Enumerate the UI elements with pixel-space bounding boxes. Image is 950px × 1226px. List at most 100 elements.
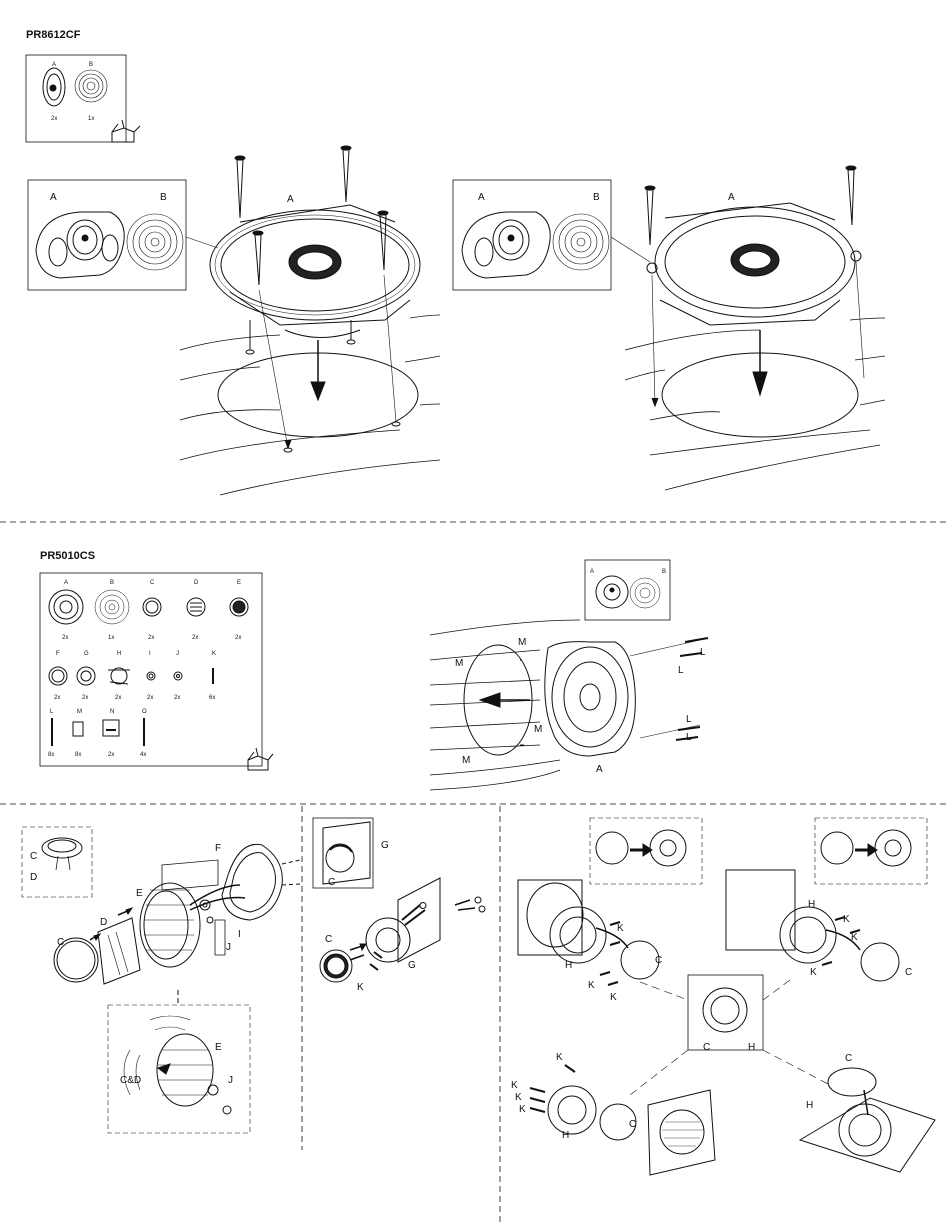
diagram-label: 2x — [54, 695, 60, 701]
label-m-1: M — [518, 637, 526, 648]
label-k-br-5: K — [851, 932, 858, 943]
label-k-br-4: K — [843, 914, 850, 925]
door-panel-install: A B — [430, 560, 708, 790]
inset-box-right: A B — [453, 180, 650, 290]
inset-box-left: A B — [28, 180, 218, 290]
diagram-label: A — [590, 569, 594, 575]
label-c-br-5: C — [845, 1053, 852, 1064]
label-k-br-6: K — [810, 967, 817, 978]
label-c-br-4: C — [629, 1119, 636, 1130]
label-b: B — [160, 192, 167, 203]
diagram-label: B — [110, 580, 114, 586]
diagram-label: 2x — [147, 695, 153, 701]
label-j-sm-1: J — [226, 942, 231, 953]
parts-box-top: A B 2x 1x — [26, 55, 140, 142]
label-c-fm-1: C — [328, 877, 335, 888]
surface-mount-diagram — [22, 827, 300, 1133]
label-k-br-9: K — [515, 1092, 522, 1103]
diagram-label: 2x — [62, 635, 68, 641]
diagram-label: 2x — [235, 635, 241, 641]
label-c-br-1: C — [655, 955, 662, 966]
label-c-sm-1: C — [30, 851, 37, 862]
label-k-br-10: K — [519, 1104, 526, 1115]
label-h-br-3: H — [748, 1042, 755, 1053]
diagram-label: A — [64, 580, 68, 586]
label-l-2: L — [678, 665, 684, 676]
diagram-label: 4x — [140, 752, 146, 758]
part-qty-a-top: 2x — [51, 116, 57, 122]
diagram-label: C — [150, 580, 155, 586]
diagram-label: F — [56, 651, 60, 657]
label-d-sm-2: D — [100, 917, 107, 928]
parts-box-bottom: A B C D E 2x 1x 2x 2x 2x F G H I J K 2x … — [40, 573, 273, 770]
diagram-label: K — [212, 651, 216, 657]
label-l-3: L — [686, 714, 692, 725]
label-l-4: L — [686, 732, 692, 743]
label-c-sm-2: C — [57, 937, 64, 948]
diagram-label: G — [84, 651, 89, 657]
label-b-right: B — [593, 192, 600, 203]
label-g-fm-1: G — [381, 840, 389, 851]
label-c-br-2: C — [905, 967, 912, 978]
diagram-label: I — [149, 651, 151, 657]
cable-coil-icon-right — [553, 214, 609, 270]
diagram-label: E — [237, 580, 241, 586]
label-k-br-3: K — [610, 992, 617, 1003]
diagram-label: 2x — [174, 695, 180, 701]
part-letter-b-top: B — [89, 62, 93, 68]
label-h-br-5: H — [806, 1100, 813, 1111]
label-c-fm-2: C — [325, 934, 332, 945]
label-j-sm-2: J — [228, 1075, 233, 1086]
label-c-br-3: C — [703, 1042, 710, 1053]
part-letter-a-top: A — [52, 62, 56, 68]
label-l-1: L — [700, 647, 706, 658]
label-m-2: M — [455, 658, 463, 669]
label-a-speaker-right: A — [728, 192, 735, 203]
diagram-label: D — [194, 580, 199, 586]
label-k-br-1: K — [617, 923, 624, 934]
cable-coil-icon-left — [127, 214, 183, 270]
box-icon-bottom — [248, 748, 273, 770]
cable-coil-icon-top — [75, 70, 107, 102]
label-k-fm: K — [357, 982, 364, 993]
diagram-label: J — [176, 651, 179, 657]
label-g-fm-2: G — [408, 960, 416, 971]
diagram-label: 2x — [108, 752, 114, 758]
oval-speaker-left — [180, 205, 440, 495]
label-f-sm: F — [215, 843, 221, 854]
diagram-label: L — [50, 709, 54, 715]
label-cd-sm: C&D — [120, 1075, 141, 1086]
label-a-right: A — [478, 192, 485, 203]
diagram-label: 2x — [148, 635, 154, 641]
diagram-label: O — [142, 709, 147, 715]
label-h-br-4: H — [562, 1130, 569, 1141]
label-i-sm: I — [238, 929, 241, 940]
label-k-br-8: K — [511, 1080, 518, 1091]
oval-speaker-right — [625, 203, 885, 490]
diagram-label: 6x — [209, 695, 215, 701]
diagram-label: 2x — [115, 695, 121, 701]
diagram-label: 2x — [82, 695, 88, 701]
diagram-label: 8x — [75, 752, 81, 758]
label-d-sm-1: D — [30, 872, 37, 883]
diagram-label: 1x — [108, 635, 114, 641]
label-k-br-2: K — [588, 980, 595, 991]
part-qty-b-top: 1x — [88, 116, 94, 122]
diagram-label: 2x — [192, 635, 198, 641]
label-k-br-7: K — [556, 1052, 563, 1063]
label-m-4: M — [462, 755, 470, 766]
label-e-sm-1: E — [136, 888, 143, 899]
bracket-mount-diagrams — [518, 818, 935, 1175]
screws-left — [235, 146, 400, 452]
label-m-3: M — [534, 724, 542, 735]
diagram-label: N — [110, 709, 114, 715]
label-h-br-1: H — [565, 960, 572, 971]
diagram-label: H — [117, 651, 121, 657]
label-a: A — [50, 192, 57, 203]
flush-mount-diagram — [313, 818, 485, 982]
diagram-label: 8x — [48, 752, 54, 758]
label-a-speaker-left: A — [287, 194, 294, 205]
diagram-label: M — [77, 709, 82, 715]
label-a-door: A — [596, 764, 603, 775]
